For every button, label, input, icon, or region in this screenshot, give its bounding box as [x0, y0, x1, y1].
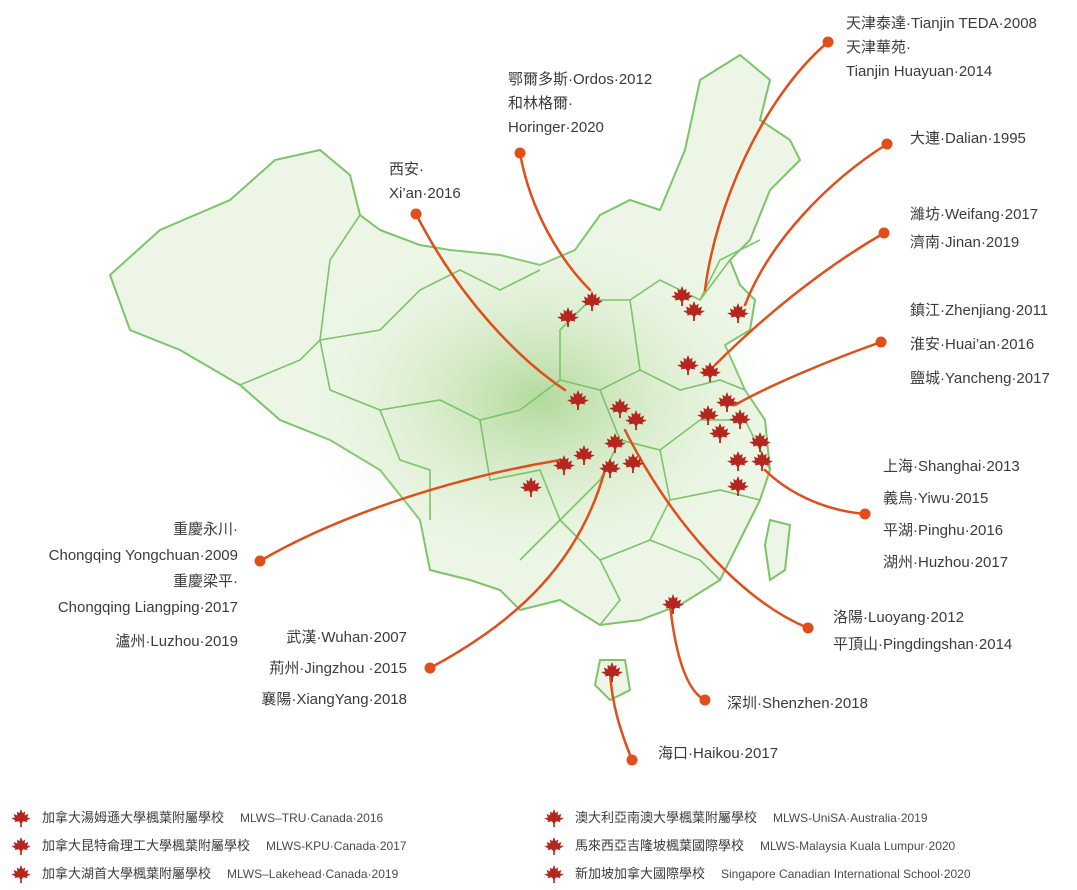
map-base	[108, 53, 802, 702]
route-line-tianjin	[703, 40, 830, 292]
endpoint-ordos	[514, 147, 526, 159]
endpoint-wuhan	[424, 662, 436, 674]
endpoint-xian	[410, 208, 422, 220]
label-line: Chongqing Yongchuan·2009	[48, 547, 238, 564]
label-ordos: 鄂爾多斯·Ordos·2012 和林格爾· Horinger·2020	[508, 68, 652, 140]
maple-leaf-icon	[10, 837, 32, 855]
label-line: 海口·Haikou·2017	[658, 745, 779, 762]
legend-item-zh: 馬來西亞吉隆坡楓葉國際學校	[575, 838, 745, 853]
route-lines	[258, 40, 889, 762]
label-line: 濰坊·Weifang·2017	[910, 206, 1039, 223]
label-line: 鄂爾多斯·Ordos·2012	[508, 71, 653, 88]
label-haikou: 海口·Haikou·2017	[658, 742, 778, 766]
legend-item-zh: 加拿大昆特侖理工大學楓葉附屬學校	[42, 838, 251, 853]
route-line-haikou	[608, 670, 634, 762]
legend-item-en: MLWS-UniSA·Australia·2019	[773, 811, 928, 825]
label-chongqing: 重慶永川· Chongqing Yongchuan·2009 重慶梁平· Cho…	[49, 517, 238, 655]
label-dalian: 大連·Dalian·1995	[910, 127, 1026, 151]
route-line-luoyang	[623, 428, 810, 630]
endpoint-shenzhen	[699, 694, 711, 706]
label-line: 濟南·Jinan·2019	[910, 234, 1020, 251]
label-weifang: 濰坊·Weifang·2017 濟南·Jinan·2019	[910, 201, 1038, 257]
route-line-weifang	[713, 231, 886, 367]
label-shanghai: 上海·Shanghai·2013 義烏·Yiwu·2015 平湖·Pinghu·…	[883, 451, 1020, 579]
label-line: 上海·Shanghai·2013	[883, 458, 1020, 475]
maple-leaf-icon	[10, 809, 32, 827]
endpoint-weifang	[878, 227, 890, 239]
label-line: 西安·	[389, 161, 424, 178]
legend-item-en: MLWS-Malaysia Kuala Lumpur·2020	[760, 839, 956, 853]
route-endpoints	[254, 36, 893, 766]
route-line-chongqing	[258, 458, 562, 563]
label-jiangsu: 鎮江·Zhenjiang·2011 淮安·Huai’an·2016 鹽城·Yan…	[910, 294, 1050, 396]
label-tianjin: 天津泰達·Tianjin TEDA·2008 天津華苑· Tianjin Hua…	[846, 12, 1037, 84]
legend-item: 澳大利亞南澳大學楓葉附屬學校 MLWS-UniSA·Australia·2019	[543, 804, 971, 832]
label-luoyang: 洛陽·Luoyang·2012 平頂山·Pingdingshan·2014	[833, 604, 1012, 658]
label-line: 平頂山·Pingdingshan·2014	[833, 636, 1013, 653]
label-line: 襄陽·XiangYang·2018	[261, 691, 407, 708]
label-line: 和林格爾·	[508, 95, 573, 112]
route-line-xian	[414, 212, 567, 392]
legend-item-zh: 新加坡加拿大國際學校	[575, 866, 706, 881]
endpoint-jiangsu	[875, 336, 887, 348]
legend-item-zh: 加拿大湯姆遜大學楓葉附屬學校	[42, 810, 225, 825]
endpoint-chongqing	[254, 555, 266, 567]
legend-item-en: MLWS–Lakehead·Canada·2019	[227, 867, 399, 881]
label-line: 義烏·Yiwu·2015	[883, 490, 989, 507]
legend-item: 加拿大昆特侖理工大學楓葉附屬學校 MLWS-KPU·Canada·2017	[10, 832, 407, 860]
label-line: Horinger·2020	[508, 119, 604, 136]
legend-right: 澳大利亞南澳大學楓葉附屬學校 MLWS-UniSA·Australia·2019…	[543, 804, 971, 888]
label-line: 深圳·Shenzhen·2018	[727, 695, 868, 712]
legend-item: 加拿大湖首大學楓葉附屬學校 MLWS–Lakehead·Canada·2019	[10, 860, 407, 888]
maple-leaf-icon	[543, 837, 565, 855]
label-line: 重慶永川·	[173, 521, 238, 538]
endpoint-luoyang	[802, 622, 814, 634]
label-line: 天津泰達·Tianjin TEDA·2008	[846, 15, 1037, 32]
label-line: 平湖·Pinghu·2016	[883, 522, 1004, 539]
label-line: 重慶梁平·	[173, 573, 238, 590]
legend-item-en: MLWS–TRU·Canada·2016	[240, 811, 384, 825]
legend-item-zh: 加拿大湖首大學楓葉附屬學校	[42, 866, 212, 881]
route-line-shenzhen	[668, 603, 707, 702]
maple-leaf-icon	[543, 865, 565, 883]
label-line: 鎮江·Zhenjiang·2011	[910, 302, 1049, 319]
legend-item: 新加坡加拿大國際學校 Singapore Canadian Internatio…	[543, 860, 971, 888]
label-line: 洛陽·Luoyang·2012	[833, 609, 964, 626]
legend-item-en: Singapore Canadian International School·…	[721, 867, 971, 881]
label-line: 武漢·Wuhan·2007	[286, 629, 407, 646]
route-line-wuhan	[428, 468, 607, 670]
endpoint-haikou	[626, 754, 638, 766]
label-line: 荊州·Jingzhou ·2015	[269, 660, 407, 677]
route-line-dalian	[743, 142, 889, 307]
route-line-jiangsu	[733, 340, 883, 407]
label-shenzhen: 深圳·Shenzhen·2018	[727, 692, 868, 716]
label-line: 鹽城·Yancheng·2017	[910, 370, 1050, 387]
legend-item: 加拿大湯姆遜大學楓葉附屬學校 MLWS–TRU·Canada·2016	[10, 804, 407, 832]
label-line: Xi’an·2016	[389, 185, 461, 202]
label-line: Chongqing Liangping·2017	[57, 599, 238, 616]
label-line: Tianjin Huayuan·2014	[846, 63, 993, 80]
label-line: 淮安·Huai’an·2016	[910, 336, 1035, 353]
label-line: 天津華苑·	[846, 39, 911, 56]
route-line-shanghai	[763, 468, 867, 516]
label-line: 瀘州·Luzhou·2019	[115, 633, 238, 650]
label-wuhan: 武漢·Wuhan·2007 荊州·Jingzhou ·2015 襄陽·Xiang…	[261, 622, 407, 715]
label-line: 大連·Dalian·1995	[910, 130, 1026, 147]
endpoint-dalian	[881, 138, 893, 150]
endpoint-shanghai	[859, 508, 871, 520]
route-line-ordos	[518, 151, 592, 292]
maple-leaf-icon	[10, 865, 32, 883]
label-line: 湖州·Huzhou·2017	[883, 554, 1009, 571]
endpoint-tianjin	[822, 36, 834, 48]
label-xian: 西安· Xi’an·2016	[389, 158, 461, 206]
maple-leaf-icon	[543, 809, 565, 827]
legend-item: 馬來西亞吉隆坡楓葉國際學校 MLWS-Malaysia Kuala Lumpur…	[543, 832, 971, 860]
legend-item-zh: 澳大利亞南澳大學楓葉附屬學校	[575, 810, 758, 825]
legend-left: 加拿大湯姆遜大學楓葉附屬學校 MLWS–TRU·Canada·2016 加拿大昆…	[10, 804, 407, 888]
legend-item-en: MLWS-KPU·Canada·2017	[266, 839, 407, 853]
